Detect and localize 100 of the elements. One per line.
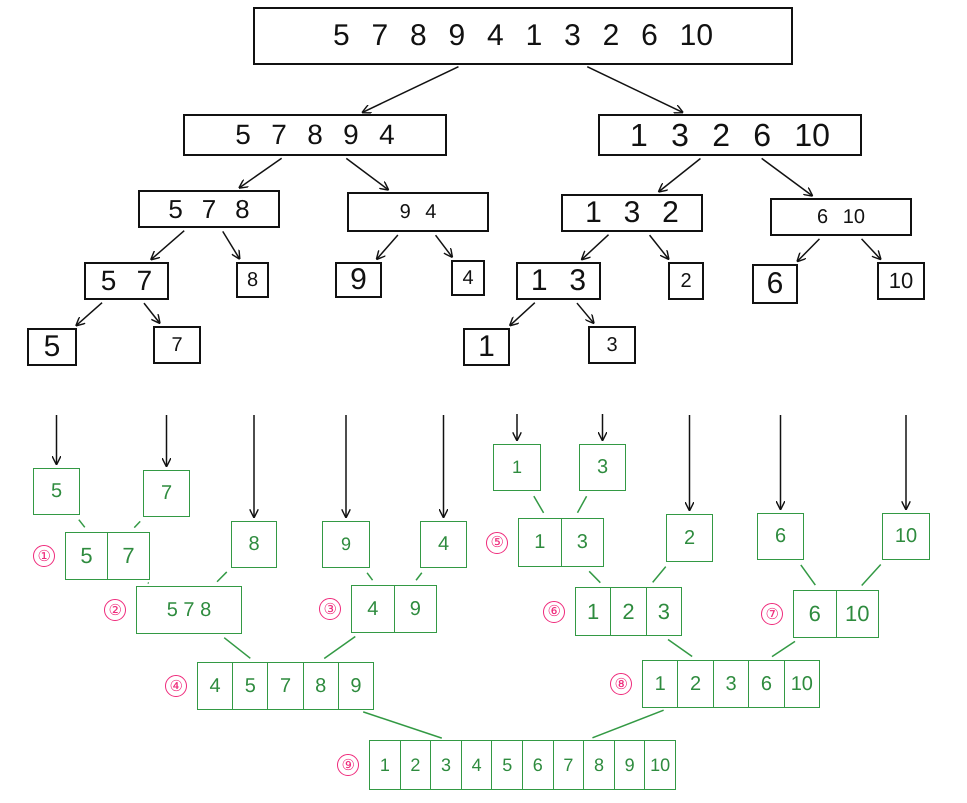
step-number: ⑥	[543, 600, 565, 622]
connector-line	[224, 637, 251, 659]
arrow	[434, 234, 454, 258]
array-element: 3	[560, 519, 603, 566]
array-cells-box	[65, 532, 150, 580]
array-element: 7	[267, 663, 303, 709]
connector-line	[415, 572, 422, 581]
array-box: 7	[143, 470, 190, 517]
array-box: 9	[335, 262, 382, 298]
arrow	[150, 230, 185, 261]
connector-line	[576, 496, 588, 514]
arrow	[361, 66, 459, 114]
arrow	[161, 415, 172, 468]
step-number: ⑨	[337, 754, 359, 776]
step-number: ⑤	[486, 532, 508, 554]
array-element: 5	[491, 741, 522, 789]
array-box: 6	[752, 264, 798, 304]
array-box: 1 3	[516, 262, 601, 300]
connector-line	[533, 496, 544, 514]
array-box: 1 3 2 6 10	[598, 114, 862, 156]
arrow	[861, 238, 882, 260]
arrow	[580, 234, 610, 261]
arrow	[775, 415, 786, 511]
arrow	[346, 158, 390, 191]
connector-line	[366, 572, 374, 581]
array-element: 6	[748, 661, 784, 707]
connector-line	[668, 638, 693, 658]
array-element: 8	[302, 663, 338, 709]
arrow	[597, 414, 608, 442]
array-element: 2	[400, 741, 430, 789]
array-box: 10	[882, 513, 930, 560]
arrow	[586, 66, 684, 114]
array-element: 7	[107, 533, 149, 579]
arrow	[143, 302, 161, 324]
array-element: 4	[366, 596, 380, 622]
connector-line	[134, 520, 141, 528]
array-box: 2	[666, 514, 713, 562]
array-box: 8	[231, 521, 277, 568]
step-number: ④	[165, 675, 187, 697]
arrow	[508, 302, 536, 327]
array-box: 6	[757, 513, 804, 560]
arrow	[576, 302, 595, 324]
arrow	[51, 415, 62, 466]
array-box: 1 3 2	[561, 194, 703, 232]
array-element: 2	[610, 588, 646, 635]
array-element: 10	[784, 661, 820, 707]
step-number: ⑧	[610, 673, 632, 695]
array-element: 1	[586, 598, 600, 626]
step-number: ③	[319, 598, 341, 620]
array-element: 1	[378, 754, 391, 776]
array-box: 5 7 8	[136, 586, 242, 634]
array-element: 9	[614, 741, 644, 789]
arrow	[248, 415, 260, 519]
connector-line	[78, 519, 86, 528]
array-element: 1	[533, 530, 546, 555]
array-element: 7	[552, 741, 584, 789]
array-element: 4	[208, 674, 222, 698]
connector-line	[772, 640, 796, 658]
array-element: 5	[232, 663, 268, 709]
array-cells-box	[197, 662, 374, 710]
array-box: 9 4	[347, 192, 489, 232]
array-cells-box	[351, 585, 437, 633]
array-box: 6 10	[770, 198, 912, 236]
connector-line	[861, 564, 882, 586]
arrow	[658, 158, 701, 193]
array-element: 3	[646, 588, 681, 635]
array-element: 3	[712, 661, 748, 707]
arrow	[238, 158, 282, 189]
connector-line	[324, 636, 356, 660]
connector-line	[800, 564, 816, 586]
array-box: 5 7 8	[138, 190, 280, 228]
array-cells-box	[793, 590, 879, 638]
array-cells-box	[642, 660, 820, 708]
array-cells-box	[369, 740, 676, 790]
arrow	[376, 234, 398, 260]
arrow	[761, 158, 814, 197]
array-element: 3	[430, 741, 461, 789]
connector-line	[652, 566, 666, 583]
array-cells-box	[518, 518, 604, 567]
connector-line	[362, 711, 442, 739]
connector-line	[216, 571, 228, 582]
array-box: 4	[420, 521, 467, 568]
arrow	[512, 414, 522, 442]
array-box: 1	[493, 444, 541, 491]
arrow	[900, 415, 912, 511]
arrow	[222, 231, 241, 260]
array-box: 5	[27, 328, 77, 366]
arrow	[648, 234, 670, 260]
array-element: 6	[522, 741, 553, 789]
array-box: 10	[877, 262, 925, 300]
array-box: 9	[322, 521, 370, 568]
array-box: 8	[236, 262, 269, 298]
step-number: ⑦	[761, 603, 783, 625]
step-number: ②	[104, 599, 126, 621]
array-element: 10	[644, 741, 675, 789]
array-element: 1	[654, 672, 667, 696]
array-box: 3	[579, 444, 626, 491]
array-element: 8	[583, 741, 614, 789]
array-element: 4	[460, 741, 492, 789]
array-element: 9	[394, 586, 436, 632]
